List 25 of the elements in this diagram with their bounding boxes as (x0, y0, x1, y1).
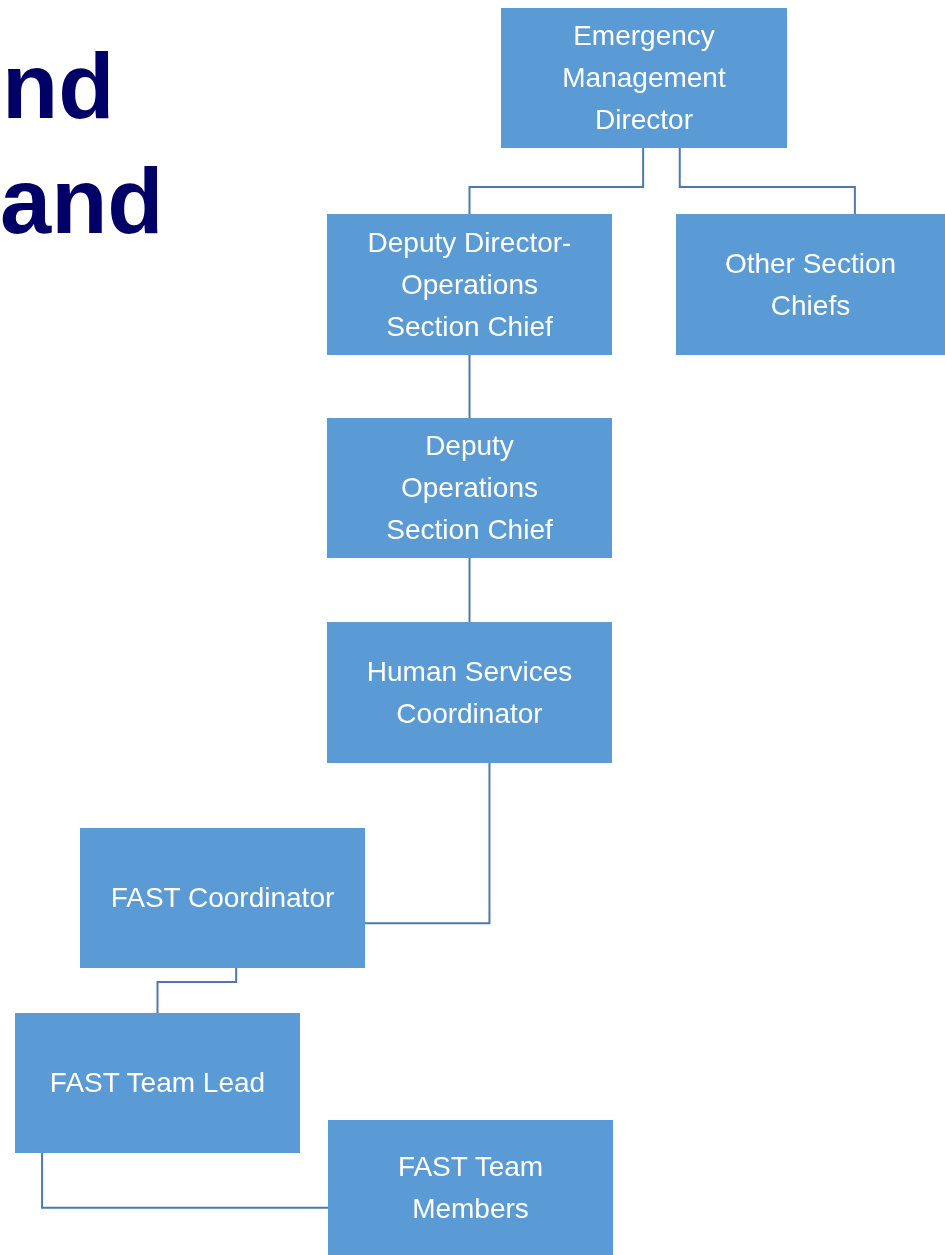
org-chart-box (676, 214, 945, 355)
role-title: FAST Team Lead (49, 1066, 266, 1100)
connector-line (156, 967, 238, 1014)
org-chart-box (501, 8, 787, 148)
role-title: Deputy Director-Operations Section Chief (366, 225, 573, 344)
role-title: Other Section Chiefs (723, 246, 898, 323)
org-chart-box (327, 418, 612, 558)
connector-line (468, 354, 471, 419)
org-chart-box (328, 1120, 613, 1255)
org-chart-box (327, 622, 612, 763)
title-fragment: and (0, 155, 164, 247)
org-chart-box (80, 828, 365, 968)
connector-line (41, 1152, 329, 1209)
role-title: FAST Coordinator (110, 881, 335, 915)
role-title: FAST Team Members (396, 1149, 545, 1226)
connector-line (468, 147, 645, 215)
connector-line (678, 147, 856, 215)
connector-line (468, 557, 471, 623)
connector-line (364, 762, 491, 925)
org-chart-box (327, 214, 612, 355)
role-title: Emergency Management Director (561, 19, 727, 137)
org-chart-box (15, 1013, 300, 1153)
title-fragment: nd (2, 40, 115, 132)
role-title: Deputy Operations Section Chief (385, 429, 554, 547)
role-title: Human Services Coordinator (365, 654, 574, 731)
